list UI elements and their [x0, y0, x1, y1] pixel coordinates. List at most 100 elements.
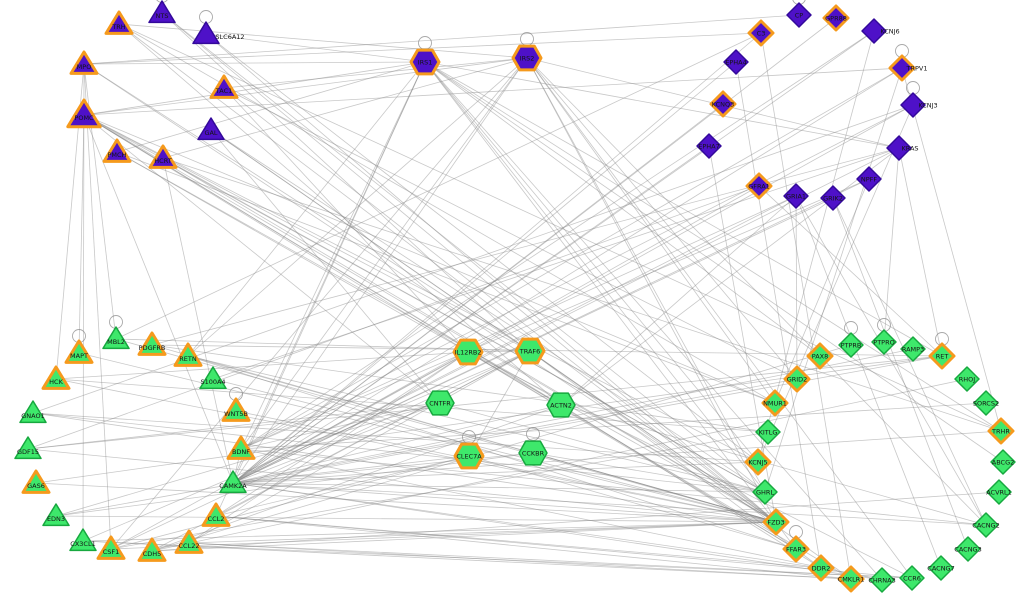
node-CNTFR[interactable]: CNTFR	[425, 390, 455, 416]
edge-CAMK2A-C3	[232, 32, 762, 484]
edge-IRS1-FFAR3	[424, 61, 797, 550]
node-shape-CLEC7A	[453, 442, 485, 470]
edge-IRS1-CHRNA3	[424, 61, 883, 581]
node-CP[interactable]: CP	[786, 2, 812, 28]
node-PTPRB[interactable]: PTPRB	[838, 332, 864, 358]
edge-BDNF-GRIA1	[240, 195, 797, 450]
edge-IRS1-GHRL	[424, 61, 766, 493]
node-PMCH[interactable]: PMCH	[102, 138, 132, 163]
edge-FZD3-MBL2	[115, 338, 777, 523]
node-ACVRL1[interactable]: ACVRL1	[986, 479, 1012, 505]
node-WNT5B[interactable]: WNT5B	[221, 397, 251, 422]
edge-IRS1-PAX8	[424, 61, 821, 357]
edge-POMC-CAMK2A	[83, 114, 234, 484]
node-CLEC7A[interactable]: CLEC7A	[453, 442, 485, 470]
node-GNAO1[interactable]: GNAO1	[19, 400, 47, 424]
node-TRAF6[interactable]: TRAF6	[514, 337, 546, 365]
node-GFRA1[interactable]: GFRA1	[745, 172, 773, 200]
node-CX3CL1[interactable]: CX3CL1	[69, 528, 97, 552]
node-shape-CCR6	[899, 565, 925, 591]
node-CCKBR[interactable]: CCKBR	[518, 440, 548, 466]
edge-IRS1-BDNF	[240, 61, 426, 450]
node-DDR2[interactable]: DDR2	[807, 554, 835, 582]
edge-POMC-FFAR3	[83, 114, 797, 550]
node-EPHA4[interactable]: EPHA4	[723, 49, 749, 75]
node-RHOJ[interactable]: RHOJ	[954, 366, 980, 392]
node-KCNJ6[interactable]: KCNJ6	[861, 18, 900, 44]
node-GPR88[interactable]: GPR88	[822, 4, 850, 32]
node-shape-CCL22	[174, 529, 204, 554]
node-shape-FFAR3	[782, 535, 810, 563]
node-shape-TAC1	[209, 74, 239, 99]
node-shape-CACNG3	[955, 536, 981, 562]
node-CCL2[interactable]: CCL2	[201, 502, 231, 527]
node-RETN[interactable]: RETN	[173, 342, 203, 367]
edge-FZD3-RETN	[187, 355, 777, 523]
node-CCR6[interactable]: CCR6	[899, 565, 925, 591]
node-MBL2[interactable]: MBL2	[102, 326, 130, 350]
node-KCNQ3[interactable]: KCNQ3	[709, 90, 737, 118]
edge-CAMK2A-GFRA1	[232, 185, 760, 484]
edge-GNAO1-KCNJ5	[32, 412, 759, 463]
edge-IRS2-CCR6	[526, 57, 913, 579]
node-shape-RHOJ	[954, 366, 980, 392]
node-BDNF[interactable]: BDNF	[226, 435, 256, 460]
node-IRS1[interactable]: IRS1	[409, 48, 441, 76]
edge-GNAO1-GHRL	[32, 412, 766, 493]
node-GHRL[interactable]: GHRL	[752, 479, 778, 505]
node-TRPV1[interactable]: TRPV1	[888, 54, 928, 82]
self-loop-IRS1	[418, 36, 432, 50]
node-shape-DDR2	[807, 554, 835, 582]
node-MAPT[interactable]: MAPT	[64, 339, 94, 364]
edge-TRH-ACTN2	[118, 23, 562, 406]
node-S100A4[interactable]: S100A4	[199, 366, 227, 390]
node-EPHA7[interactable]: EPHA7	[696, 133, 722, 159]
edge-BDNF-CACNG2	[240, 448, 987, 526]
node-shape-GHRL	[752, 479, 778, 505]
edge-POMC-FZD3	[83, 114, 777, 523]
node-ACTN2[interactable]: ACTN2	[546, 392, 576, 418]
edge-CX3CL1-CCR6	[82, 540, 913, 579]
edge-IRS2-GRID2	[526, 57, 798, 380]
node-TRHR[interactable]: TRHR	[987, 417, 1015, 445]
edge-TAC1-GRID2	[223, 87, 798, 380]
node-C3[interactable]: C3	[747, 19, 775, 47]
node-CACNG7[interactable]: CACNG7	[927, 555, 955, 581]
node-GAL[interactable]: GAL	[197, 117, 225, 141]
node-IL12RB2[interactable]: IL12RB2	[452, 338, 484, 366]
edge-CAMK2A-EPHA7	[232, 145, 710, 484]
node-KCNJ3[interactable]: KCNJ3	[900, 92, 938, 118]
edge-KRAS-RET	[898, 147, 943, 357]
node-CMKLR1[interactable]: CMKLR1	[837, 565, 865, 593]
edge-MBL2-C3	[115, 32, 762, 340]
node-RAMP3[interactable]: RAMP3	[900, 336, 926, 362]
node-shape-RET	[928, 342, 956, 370]
node-NTS[interactable]: NTS	[148, 0, 176, 24]
edge-CCKBR-EDN3	[55, 452, 534, 517]
node-shape-HCRT	[148, 144, 178, 169]
edge-TRH-TRHR	[118, 23, 1002, 432]
node-NMUR1[interactable]: NMUR1	[761, 389, 789, 417]
edge-HCRT-TRHR	[162, 157, 1002, 432]
node-KITLG[interactable]: KITLG	[755, 419, 781, 445]
node-TRH[interactable]: TRH	[104, 10, 134, 35]
edge-CCL2-CMKLR1	[215, 515, 852, 580]
node-shape-KCNJ6	[861, 18, 887, 44]
node-IRS2[interactable]: IRS2	[511, 44, 543, 72]
node-HCRT[interactable]: HCRT	[148, 144, 178, 169]
node-RET[interactable]: RET	[928, 342, 956, 370]
node-CHRNA3[interactable]: CHRNA3	[868, 567, 896, 593]
node-SORCS2[interactable]: SORCS2	[973, 390, 999, 416]
edge-CCL2-DDR2	[215, 515, 822, 569]
node-ABCG2[interactable]: ABCG2	[990, 449, 1016, 475]
node-MPO[interactable]: MPO	[69, 50, 99, 75]
node-PDGFRB[interactable]: PDGFRB	[137, 331, 167, 356]
node-CACNG2[interactable]: CACNG2	[972, 512, 1000, 538]
node-GRIK2[interactable]: GRIK2	[820, 185, 846, 211]
node-KRAS[interactable]: KRAS	[886, 135, 919, 161]
node-CDH5[interactable]: CDH5	[137, 537, 167, 562]
node-shape-KCNJ5	[744, 448, 772, 476]
node-CACNG3[interactable]: CACNG3	[954, 536, 982, 562]
node-HCK[interactable]: HCK	[41, 365, 71, 390]
